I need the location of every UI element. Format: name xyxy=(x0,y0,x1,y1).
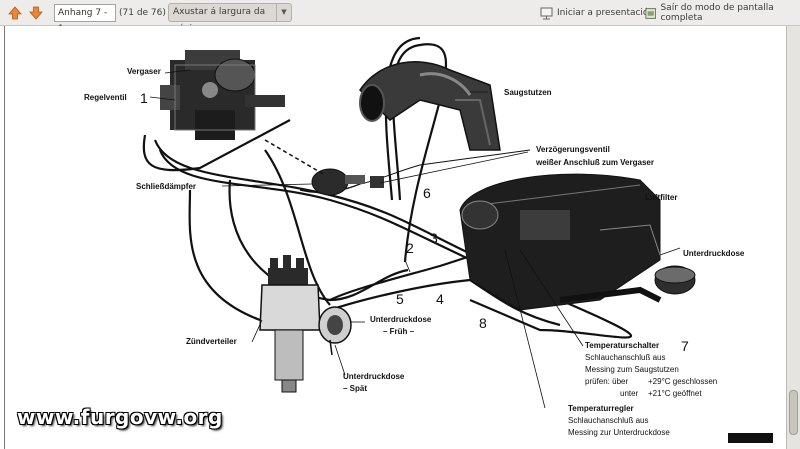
arrow-up-icon xyxy=(8,6,22,20)
distributor-illustration xyxy=(259,255,352,393)
number-8: 8 xyxy=(479,315,487,331)
temperaturregler-line-1: Schlauchanschluß aus xyxy=(568,416,649,425)
arrow-down-icon xyxy=(29,6,43,20)
label-unterdruckdose-frueh: Unterdruckdose xyxy=(370,315,432,324)
temperaturschalter-line-3a: prüfen: über xyxy=(585,377,628,386)
carburetor-illustration xyxy=(160,50,285,140)
exit-fullscreen-icon xyxy=(645,7,657,19)
page-corner-mark xyxy=(728,433,773,443)
start-presentation-label: Iniciar a presentación xyxy=(557,8,655,18)
number-1: 1 xyxy=(140,90,148,106)
label-saugstutzen: Saugstutzen xyxy=(504,88,552,97)
label-unterdruckdose-right: Unterdruckdose xyxy=(683,249,745,258)
label-luftfilter: Luftfilter xyxy=(645,193,677,202)
vertical-scrollbar[interactable] xyxy=(786,26,800,449)
label-schliessdaempfer: Schließdämpfer xyxy=(136,182,196,191)
temperaturregler-line-2: Messing zur Unterdruckdose xyxy=(568,428,670,437)
number-2: 2 xyxy=(406,240,414,256)
label-unterdruckdose-spaet: Unterdruckdose xyxy=(343,372,405,381)
chevron-down-icon: ▼ xyxy=(276,4,291,21)
label-unterdruckdose-spaet-sub: – Spät xyxy=(343,384,367,393)
watermark: www.furgovw.org xyxy=(17,405,223,429)
label-temperaturschalter: Temperaturschalter xyxy=(585,341,659,350)
previous-page-button[interactable] xyxy=(6,4,24,22)
exit-fullscreen-button[interactable]: Saír do modo de pantalla completa xyxy=(645,3,800,23)
temperaturschalter-line-4a: unter xyxy=(620,389,639,398)
temperaturschalter-line-3b: +29°C geschlossen xyxy=(648,377,717,386)
temperaturschalter-line-4b: +21°C geöffnet xyxy=(648,389,702,398)
label-verzoegerungsventil-detail: weißer Anschluß zum Vergaser xyxy=(535,158,654,167)
label-verzoegerungsventil: Verzögerungsventil xyxy=(536,145,610,154)
temperaturschalter-line-2: Messing zum Saugstutzen xyxy=(585,365,679,374)
label-zuendverteiler: Zündverteiler xyxy=(186,337,237,346)
label-vergaser: Vergaser xyxy=(127,67,161,76)
intake-manifold-illustration xyxy=(359,61,501,151)
presentation-icon xyxy=(540,7,553,19)
number-7: 7 xyxy=(681,338,689,354)
label-unterdruckdose-frueh-sub: – Früh – xyxy=(383,327,415,336)
label-regelventil: Regelventil xyxy=(84,93,127,102)
air-filter-illustration xyxy=(459,173,696,311)
label-temperaturregler: Temperaturregler xyxy=(568,404,634,413)
temperaturschalter-line-1: Schlauchanschluß aus xyxy=(585,353,666,362)
number-3: 3 xyxy=(430,230,438,246)
start-presentation-button[interactable]: Iniciar a presentación xyxy=(540,4,654,22)
closing-damper-illustration xyxy=(264,139,384,196)
leader-lines xyxy=(149,69,681,409)
next-page-button[interactable] xyxy=(27,4,45,22)
scrollbar-thumb[interactable] xyxy=(789,390,798,435)
page-count-label: (71 de 76) xyxy=(119,8,166,18)
number-4: 4 xyxy=(436,291,444,307)
number-6: 6 xyxy=(423,185,431,201)
exit-fullscreen-label: Saír do modo de pantalla completa xyxy=(660,3,774,23)
number-5: 5 xyxy=(396,291,404,307)
